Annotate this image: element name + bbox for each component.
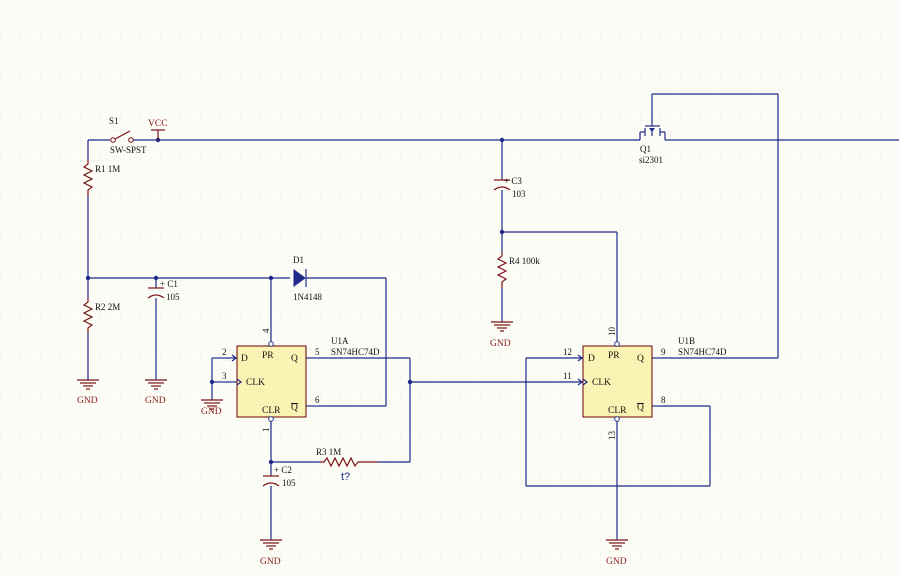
gnd-label: GND <box>77 396 98 406</box>
u1a-part: SN74HC74D <box>331 347 380 357</box>
c1-ref: + C1 <box>160 279 178 289</box>
gnd-c2: GND <box>260 539 282 567</box>
u1b-ref: U1B <box>678 336 695 346</box>
d1-ref: D1 <box>293 255 304 265</box>
wires <box>87 93 899 540</box>
c2-value: 105 <box>282 478 296 488</box>
u1a-pin-d: D <box>241 354 248 364</box>
u1b-pin-clk: CLK <box>592 378 611 388</box>
switch-ref: S1 <box>109 116 119 126</box>
switch-value: SW-SPST <box>110 145 147 155</box>
r1-label: R1 1M <box>95 164 120 174</box>
capacitor-c3[interactable]: + C3 103 <box>493 176 526 199</box>
c3-ref: + C3 <box>504 176 522 186</box>
u1a-pin-clk: CLK <box>246 378 265 388</box>
u1a-pin-q: Q <box>291 354 298 364</box>
capacitor-c1[interactable]: + C1 105 <box>147 279 180 302</box>
r2-label: R2 2M <box>95 302 120 312</box>
r4-label: R4 100k <box>509 256 540 266</box>
gnd-label: GND <box>201 407 222 417</box>
q1-value: si2301 <box>639 155 663 165</box>
junctions <box>85 137 505 465</box>
u1b-pin-d: D <box>588 354 595 364</box>
ic-u1b[interactable]: D PR Q CLK CLR Q 12 11 9 8 10 13 U1B SN7… <box>563 327 727 441</box>
u1a-num-qbar: 6 <box>315 395 320 405</box>
u1a-num-q: 5 <box>315 347 320 357</box>
resistor-r3[interactable]: R3 1M t? <box>316 447 377 483</box>
gnd-label: GND <box>145 396 166 406</box>
u1a-pin-pr: PR <box>262 351 274 361</box>
gnd-u1a-d: GND <box>201 399 223 417</box>
c1-value: 105 <box>166 292 180 302</box>
u1b-pin-clr: CLR <box>608 406 627 416</box>
gnd-r2: GND <box>77 379 99 406</box>
u1b-num-pr: 10 <box>607 327 617 337</box>
resistor-r1[interactable]: R1 1M <box>82 160 120 196</box>
u1b-part: SN74HC74D <box>678 347 727 357</box>
u1b-num-clr: 13 <box>607 431 617 441</box>
gnd-label: GND <box>490 339 511 349</box>
vcc-port: VCC <box>148 119 168 140</box>
timing-mark: t? <box>341 471 350 483</box>
u1a-ref: U1A <box>331 336 349 346</box>
u1b-num-qbar: 8 <box>661 395 666 405</box>
u1b-pin-pr: PR <box>608 351 620 361</box>
u1a-num-clr: 1 <box>261 428 271 433</box>
u1b-num-q: 9 <box>661 347 666 357</box>
u1a-num-d: 2 <box>222 347 227 357</box>
u1a-num-clk: 3 <box>222 371 227 381</box>
d1-value: 1N4148 <box>293 292 322 302</box>
u1a-num-pr: 4 <box>261 328 271 333</box>
u1b-num-d: 12 <box>563 347 572 357</box>
gnd-u1b-clr: GND <box>606 539 628 567</box>
resistor-r2[interactable]: R2 2M <box>82 298 120 334</box>
mosfet-q1[interactable]: Q1 si2301 <box>639 122 666 165</box>
capacitor-c2[interactable]: + C2 105 <box>262 465 296 488</box>
switch-s1[interactable]: S1 SW-SPST <box>109 116 158 155</box>
u1a-pin-qbar: Q <box>291 403 298 413</box>
u1b-num-clk: 11 <box>563 371 572 381</box>
c3-value: 103 <box>512 189 526 199</box>
gnd-label: GND <box>606 557 627 567</box>
u1a-pin-clr: CLR <box>262 406 281 416</box>
diode-d1[interactable]: D1 1N4148 <box>293 255 322 302</box>
u1b-pin-qbar: Q <box>637 403 644 413</box>
vcc-label: VCC <box>148 119 168 129</box>
ic-u1a[interactable]: D PR Q CLK CLR Q 2 3 5 6 4 1 U1A SN74HC7… <box>222 328 380 432</box>
gnd-c1: GND <box>145 379 167 406</box>
gnd-label: GND <box>260 557 281 567</box>
u1b-pin-q: Q <box>637 354 644 364</box>
resistor-r4[interactable]: R4 100k <box>496 252 540 288</box>
r3-label: R3 1M <box>316 447 341 457</box>
c2-ref: + C2 <box>274 465 292 475</box>
gnd-r4: GND <box>490 321 513 349</box>
q1-ref: Q1 <box>640 144 651 154</box>
